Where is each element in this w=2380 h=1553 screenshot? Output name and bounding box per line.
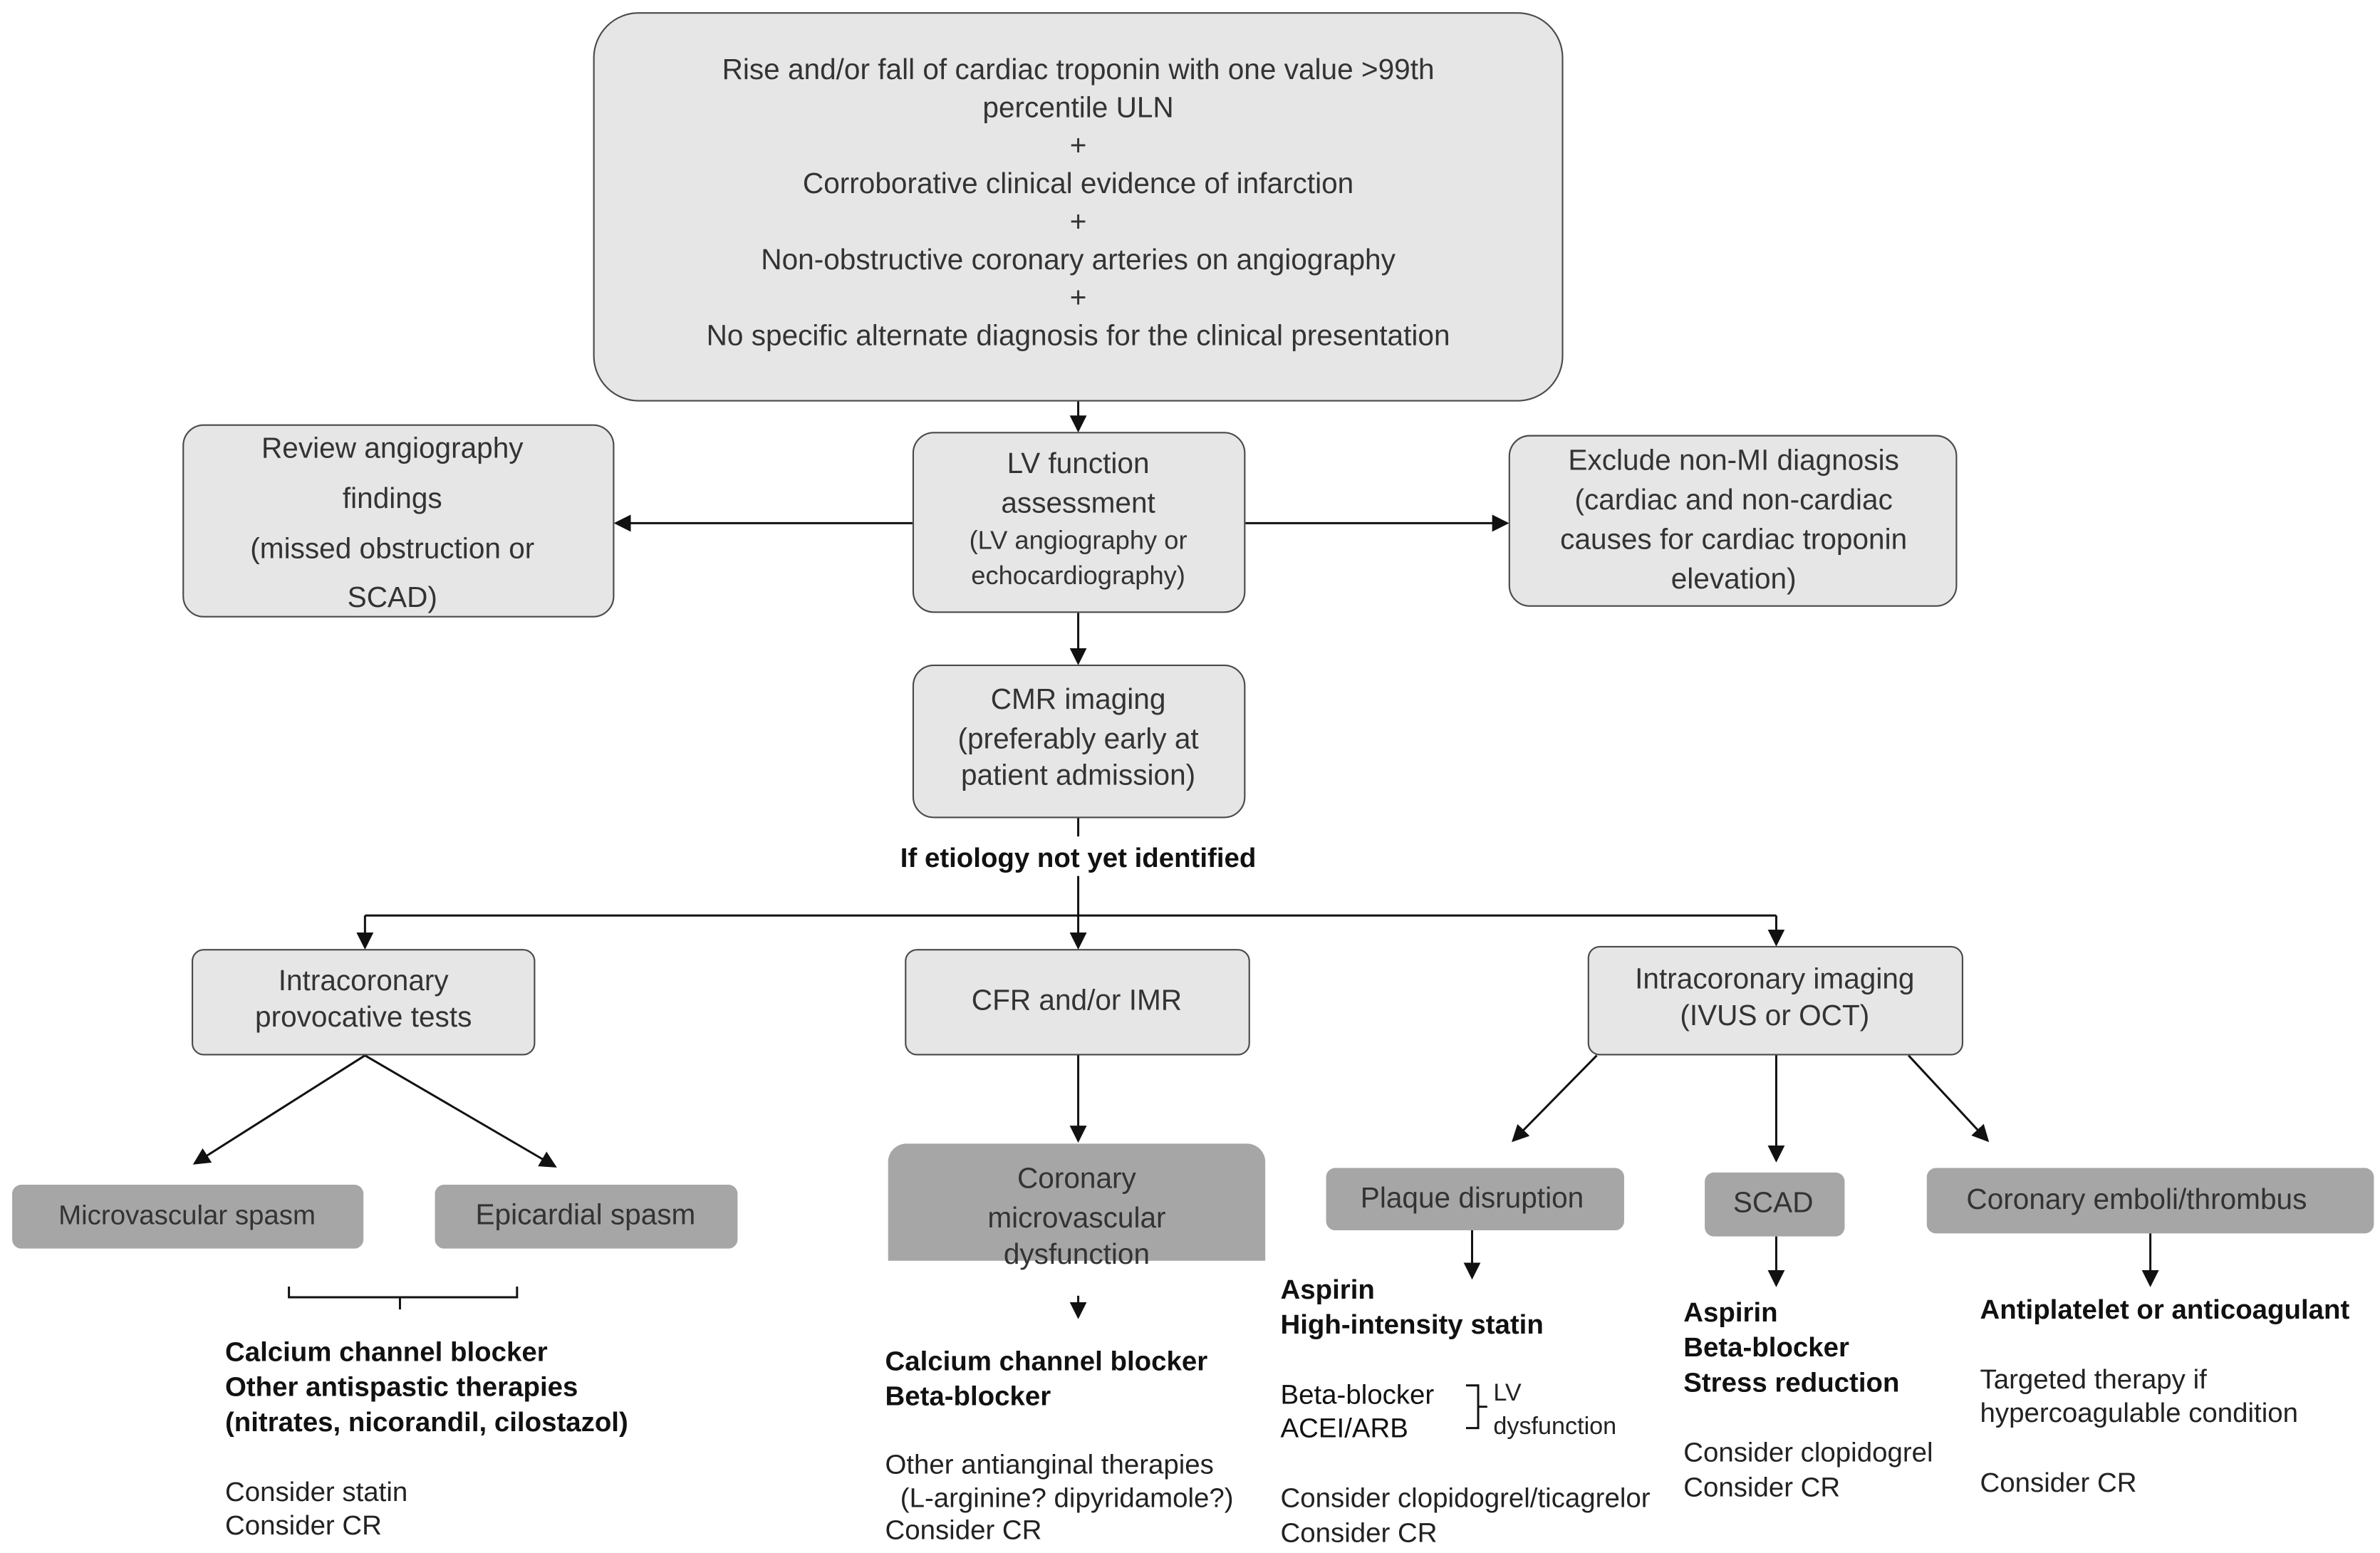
treatment-item: hypercoagulable condition	[1980, 1397, 2299, 1428]
treatment-item: Other antispastic therapies	[224, 1371, 578, 1403]
lv-line: LV function	[1007, 448, 1150, 481]
treatment-item: Consider statin	[224, 1476, 408, 1507]
emboli-box	[1926, 1168, 2374, 1234]
treatment-item: Stress reduction	[1683, 1367, 1900, 1398]
exclude-line: causes for cardiac troponin	[1560, 524, 1908, 557]
lv-note: LV	[1493, 1381, 1522, 1407]
etiology-label: If etiology not yet identified	[900, 842, 1257, 873]
treatment-item: Other antianginal therapies	[885, 1449, 1214, 1480]
provocative-line: Intracoronary	[278, 965, 449, 998]
cmr-line: CMR imaging	[990, 684, 1166, 717]
treatment-item: Aspirin	[1683, 1297, 1778, 1328]
arrow-to-emboli	[1908, 1054, 1990, 1143]
review-line: Review angiography	[261, 433, 524, 466]
plaque-disruption-box	[1326, 1168, 1624, 1231]
plaque-label: Plaque disruption	[1360, 1183, 1584, 1215]
epicardial-spasm-box	[435, 1185, 738, 1249]
cmr-line: patient admission)	[960, 760, 1196, 793]
treatment-item: Consider CR	[1980, 1468, 2137, 1498]
review-line: findings	[342, 483, 442, 516]
imaging-line: Intracoronary imaging	[1635, 964, 1915, 997]
cmr-line: (preferably early at	[957, 724, 1199, 756]
diagnosis-criteria-box	[593, 12, 1564, 402]
cmd-box	[888, 1143, 1266, 1261]
arrow-to-microvascular-spasm	[192, 1054, 366, 1165]
review-angiography-box	[182, 424, 615, 618]
cmd-line: Coronary	[1017, 1163, 1136, 1195]
criteria-line: Rise and/or fall of cardiac troponin wit…	[722, 54, 1435, 87]
treatment-item: Aspirin	[1280, 1274, 1375, 1305]
provocative-line: provocative tests	[255, 1002, 472, 1034]
treatment-item: Beta-blocker	[885, 1381, 1051, 1412]
epicardial-spasm-label: Epicardial spasm	[475, 1200, 696, 1232]
treatment-item: ACEI/ARB	[1280, 1413, 1408, 1443]
cmd-line: microvascular	[987, 1203, 1166, 1235]
criteria-line: No specific alternate diagnosis for the …	[706, 321, 1450, 353]
criteria-line: Non-obstructive coronary arteries on ang…	[761, 244, 1396, 277]
criteria-line: Corroborative clinical evidence of infar…	[802, 168, 1354, 201]
lv-line: assessment	[1001, 488, 1155, 521]
treatment-item: High-intensity statin	[1280, 1309, 1544, 1340]
cfr-imr-box	[905, 949, 1250, 1056]
treatment-item: Beta-blocker	[1683, 1332, 1850, 1363]
treatment-item: Targeted therapy if	[1980, 1364, 2207, 1395]
criteria-plus: +	[1069, 283, 1087, 315]
arrow-to-epicardial-spasm	[364, 1054, 557, 1168]
lv-line: (LV angiography or	[969, 526, 1188, 556]
treatment-item: Consider clopidogrel/ticagrelor	[1280, 1482, 1651, 1514]
treatment-item: Calcium channel blocker	[224, 1336, 548, 1368]
exclude-non-mi-box	[1508, 435, 1958, 607]
treatment-item: Beta-blocker	[1280, 1379, 1435, 1410]
cmd-line: dysfunction	[1003, 1239, 1150, 1272]
provocative-tests-box	[191, 949, 536, 1056]
arrow-to-plaque	[1512, 1054, 1598, 1143]
cfr-label: CFR and/or IMR	[971, 985, 1183, 1018]
microvascular-spasm-label: Microvascular spasm	[58, 1200, 316, 1231]
review-line: SCAD)	[347, 582, 437, 615]
treatment-item: Consider CR	[1280, 1517, 1438, 1549]
treatment-item: Consider CR	[885, 1515, 1042, 1545]
brace-spasm	[288, 1287, 519, 1310]
scad-label: SCAD	[1732, 1188, 1814, 1220]
lv-line: echocardiography)	[971, 561, 1185, 591]
treatment-item: (nitrates, nicorandil, cilostazol)	[224, 1406, 628, 1438]
scad-box	[1705, 1172, 1845, 1237]
microvascular-spasm-box	[12, 1185, 364, 1249]
exclude-line: Exclude non-MI diagnosis	[1568, 445, 1899, 478]
lv-function-box	[912, 432, 1246, 613]
treatment-item: Consider CR	[224, 1510, 382, 1541]
review-line: (missed obstruction or	[250, 534, 535, 566]
cmr-imaging-box	[912, 664, 1246, 819]
criteria-line: percentile ULN	[982, 93, 1174, 125]
lv-note: dysfunction	[1493, 1414, 1617, 1440]
treatment-item: (L-arginine? dipyridamole?)	[900, 1482, 1234, 1514]
treatment-item: Consider clopidogrel	[1683, 1437, 1933, 1468]
criteria-plus: +	[1069, 130, 1087, 163]
treatment-item: Antiplatelet or anticoagulant	[1980, 1294, 2350, 1325]
criteria-plus: +	[1069, 207, 1087, 239]
treatment-item: Consider CR	[1683, 1472, 1841, 1503]
exclude-line: elevation)	[1670, 564, 1797, 596]
brace-lv-dysfunction	[1465, 1384, 1487, 1430]
treatment-item: Calcium channel blocker	[885, 1346, 1208, 1376]
intracoronary-imaging-box	[1587, 945, 1964, 1056]
emboli-label: Coronary emboli/thrombus	[1966, 1185, 2307, 1217]
imaging-line: (IVUS or OCT)	[1680, 1000, 1870, 1033]
exclude-line: (cardiac and non-cardiac	[1574, 485, 1893, 517]
